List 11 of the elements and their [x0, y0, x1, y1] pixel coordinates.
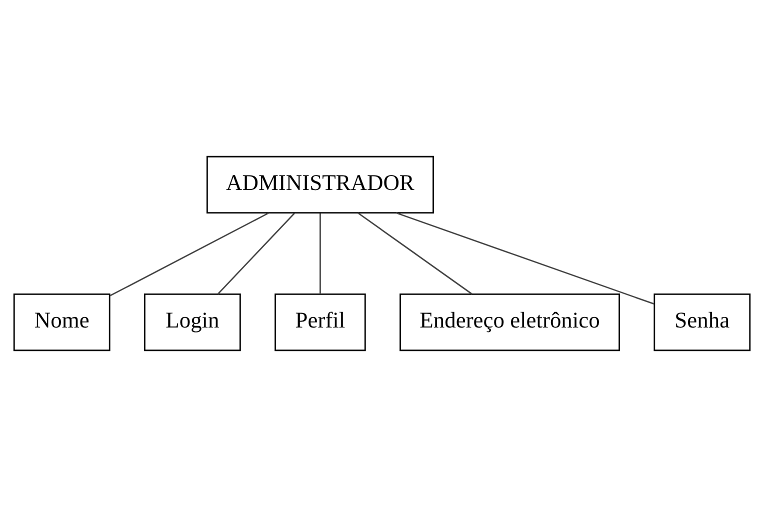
node-box: Endereço eletrônico [400, 293, 620, 351]
connector [358, 212, 472, 294]
connector [110, 212, 269, 296]
connector [396, 212, 654, 304]
connector [217, 212, 295, 294]
node-box: Nome [13, 293, 110, 351]
connector [320, 212, 321, 294]
node-box: Login [144, 293, 241, 351]
node-box: Perfil [274, 293, 366, 351]
node-box: Senha [654, 293, 751, 351]
node-box: ADMINISTRADOR [206, 155, 434, 213]
